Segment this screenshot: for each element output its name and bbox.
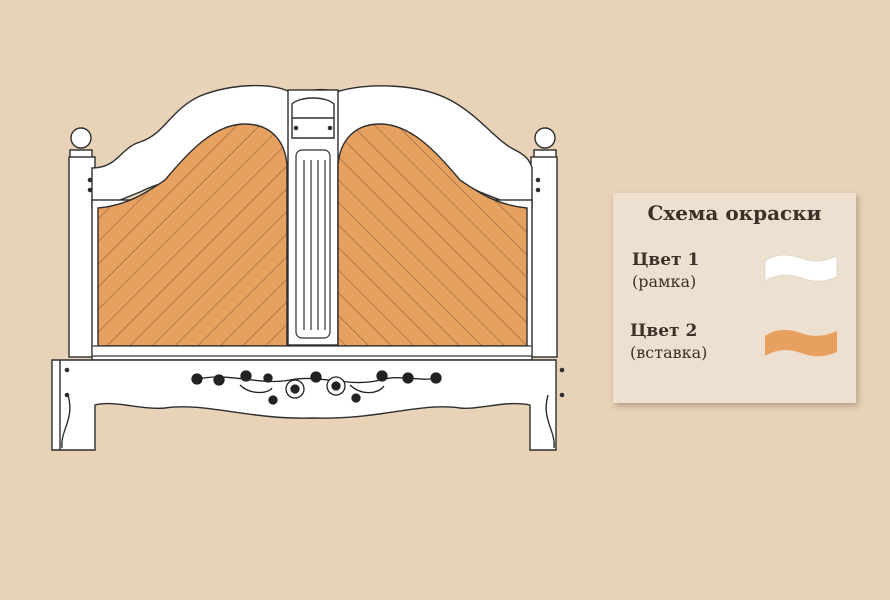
panel-rail bbox=[91, 345, 533, 357]
insert-panels bbox=[97, 123, 528, 347]
bottom-apron bbox=[51, 177, 565, 451]
left-insert-panel bbox=[97, 123, 288, 347]
legend-title: Схема окраски bbox=[647, 201, 822, 225]
color-1-name: Цвет 1 bbox=[632, 250, 700, 270]
color-1-label: Цвет 1 (рамка) bbox=[632, 249, 699, 293]
paint-scheme-card: Схема окраски Цвет 1 (рамка) Цвет 2 (вст… bbox=[613, 193, 856, 403]
color-1-note: (рамка) bbox=[632, 272, 697, 291]
left-post bbox=[68, 156, 96, 358]
left-post-finial bbox=[70, 127, 92, 149]
right-post bbox=[530, 156, 558, 358]
fluted-column bbox=[295, 149, 331, 339]
right-insert-panel bbox=[337, 123, 528, 347]
color-1-swatch bbox=[764, 254, 838, 282]
headboard-illustration bbox=[51, 84, 565, 451]
color-2-note: (вставка) bbox=[630, 343, 708, 362]
right-post-finial bbox=[534, 127, 556, 149]
floral-carving bbox=[191, 370, 442, 405]
color-2-name: Цвет 2 bbox=[630, 321, 698, 341]
color-2-label: Цвет 2 (вставка) bbox=[630, 320, 707, 364]
color-2-swatch bbox=[765, 329, 837, 357]
